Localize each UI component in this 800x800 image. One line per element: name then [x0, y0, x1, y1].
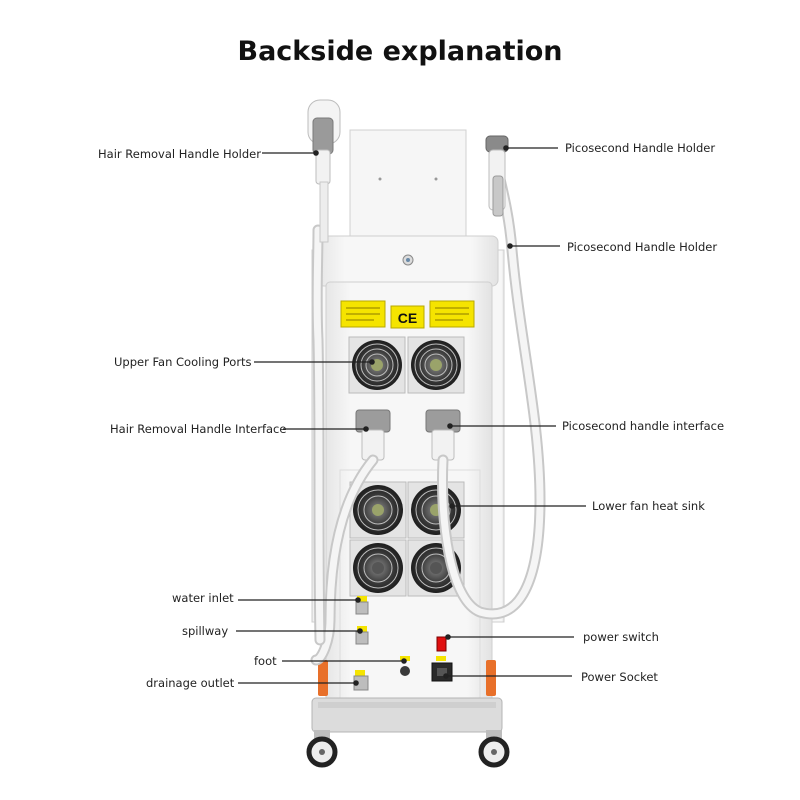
wheel-right — [478, 730, 510, 768]
picosecond-handpiece — [485, 135, 509, 217]
spillway-connector — [355, 626, 369, 645]
page-title: Backside explanation — [237, 36, 563, 67]
label-picosecond-handle-holder-top: Picosecond Handle Holder — [565, 141, 716, 155]
label-picosecond-handle-holder-side: Picosecond Handle Holder — [567, 240, 718, 254]
right-orange-guard — [486, 660, 496, 696]
label-hair-removal-handle-interface: Hair Removal Handle Interface — [110, 422, 287, 436]
label-foot: foot — [254, 654, 277, 668]
label-power-socket: Power Socket — [581, 670, 658, 684]
ce-badge — [390, 305, 425, 329]
lower-fan-top-left — [349, 481, 407, 539]
label-picosecond-handle-interface: Picosecond handle interface — [562, 419, 725, 433]
power-switch-graphic — [436, 636, 447, 652]
label-drainage-outlet: drainage outlet — [146, 676, 235, 690]
hair-removal-handle-interface — [355, 409, 391, 461]
left-orange-guard — [318, 660, 328, 696]
label-water-inlet: water inlet — [172, 591, 234, 605]
hair-removal-handpiece — [307, 99, 341, 243]
rear-display-panel — [349, 129, 467, 243]
water-inlet-connector — [355, 596, 369, 615]
lower-fan-bottom-left — [349, 539, 407, 597]
lower-fan-top-right — [407, 481, 465, 539]
wheel-left — [306, 730, 338, 768]
label-lower-fan-heat-sink: Lower fan heat sink — [592, 499, 705, 513]
upper-fan-right — [407, 336, 465, 394]
upper-fan-left — [348, 336, 406, 394]
label-spillway: spillway — [182, 624, 229, 638]
label-hair-removal-handle-holder: Hair Removal Handle Holder — [98, 147, 261, 161]
ce-mark-text: CE — [398, 310, 417, 326]
label-power-switch: power switch — [583, 630, 659, 644]
label-upper-fan-cooling-ports: Upper Fan Cooling Ports — [114, 355, 252, 369]
